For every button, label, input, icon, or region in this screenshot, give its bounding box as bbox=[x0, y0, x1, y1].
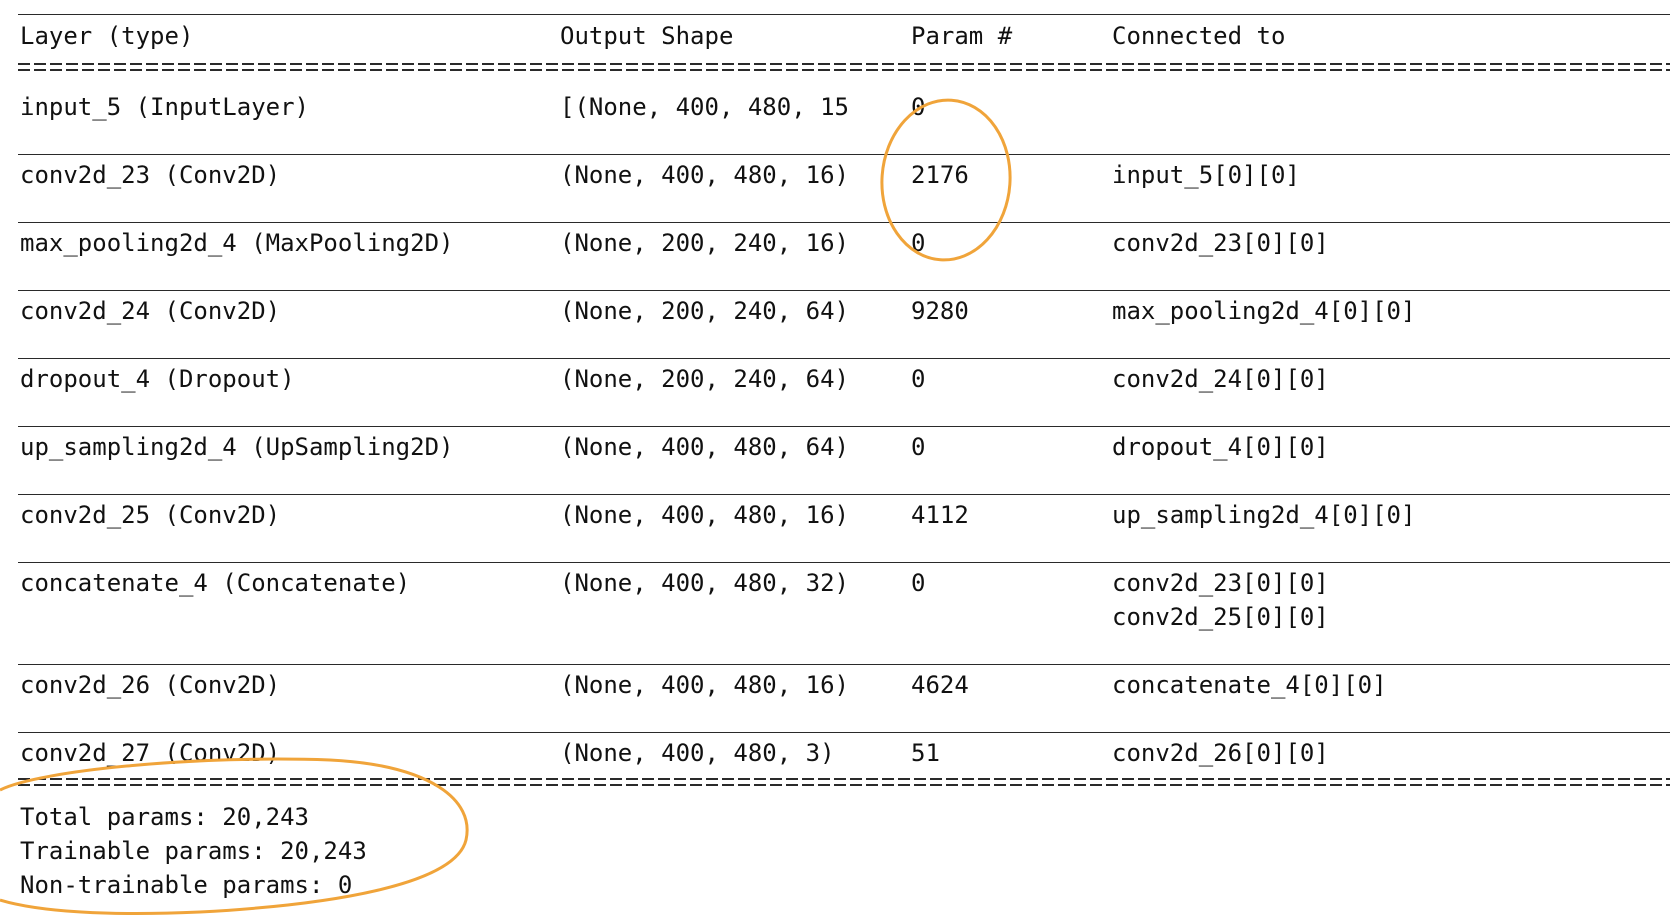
header-param-count: Param # bbox=[911, 22, 1013, 50]
output-shape-cell: (None, 200, 240, 16) bbox=[560, 229, 849, 257]
param-count-cell: 9280 bbox=[911, 297, 969, 325]
output-shape-cell: [(None, 400, 480, 15 bbox=[560, 93, 849, 121]
param-count-cell: 51 bbox=[911, 739, 940, 767]
top-rule bbox=[18, 14, 1670, 15]
header-layer: Layer (type) bbox=[20, 22, 194, 50]
layer-name-cell: conv2d_27 (Conv2D) bbox=[20, 739, 281, 767]
output-shape-cell: (None, 400, 480, 16) bbox=[560, 501, 849, 529]
trainable-params: Trainable params: 20,243 bbox=[20, 837, 367, 865]
connected-to-cell: concatenate_4[0][0] bbox=[1112, 671, 1387, 699]
row-divider bbox=[18, 222, 1670, 223]
row-divider bbox=[18, 562, 1670, 563]
output-shape-cell: (None, 400, 480, 16) bbox=[560, 671, 849, 699]
layer-name-cell: conv2d_26 (Conv2D) bbox=[20, 671, 281, 699]
total-params: Total params: 20,243 bbox=[20, 803, 309, 831]
row-divider bbox=[18, 154, 1670, 155]
param-count-cell: 0 bbox=[911, 229, 926, 257]
row-divider bbox=[18, 732, 1670, 733]
output-shape-cell: (None, 200, 240, 64) bbox=[560, 297, 849, 325]
non-trainable-params: Non-trainable params: 0 bbox=[20, 871, 353, 899]
param-count-cell: 0 bbox=[911, 569, 926, 597]
layer-name-cell: conv2d_25 (Conv2D) bbox=[20, 501, 281, 529]
connected-to-cell: conv2d_26[0][0] bbox=[1112, 739, 1329, 767]
output-shape-cell: (None, 400, 480, 3) bbox=[560, 739, 835, 767]
connected-to-cell: conv2d_23[0][0] bbox=[1112, 229, 1329, 257]
header-connected-to: Connected to bbox=[1112, 22, 1286, 50]
layer-name-cell: concatenate_4 (Concatenate) bbox=[20, 569, 411, 597]
connected-to-cell: up_sampling2d_4[0][0] bbox=[1112, 501, 1416, 529]
connected-to-cell: conv2d_23[0][0] bbox=[1112, 569, 1329, 597]
header-output-shape: Output Shape bbox=[560, 22, 734, 50]
connected-to-cell: input_5[0][0] bbox=[1112, 161, 1300, 189]
param-count-cell: 4624 bbox=[911, 671, 969, 699]
param-count-cell: 0 bbox=[911, 93, 926, 121]
layer-name-cell: up_sampling2d_4 (UpSampling2D) bbox=[20, 433, 454, 461]
row-divider bbox=[18, 358, 1670, 359]
param-count-cell: 4112 bbox=[911, 501, 969, 529]
layer-name-cell: input_5 (InputLayer) bbox=[20, 93, 309, 121]
layer-name-cell: max_pooling2d_4 (MaxPooling2D) bbox=[20, 229, 454, 257]
row-divider bbox=[18, 664, 1670, 665]
output-shape-cell: (None, 400, 480, 16) bbox=[560, 161, 849, 189]
header-separator bbox=[18, 63, 1670, 73]
connected-to-cell: conv2d_25[0][0] bbox=[1112, 603, 1329, 631]
layer-name-cell: dropout_4 (Dropout) bbox=[20, 365, 295, 393]
param-count-cell: 0 bbox=[911, 365, 926, 393]
connected-to-cell: dropout_4[0][0] bbox=[1112, 433, 1329, 461]
output-shape-cell: (None, 400, 480, 64) bbox=[560, 433, 849, 461]
output-shape-cell: (None, 400, 480, 32) bbox=[560, 569, 849, 597]
footer-separator bbox=[18, 778, 1670, 788]
row-divider bbox=[18, 426, 1670, 427]
connected-to-cell: max_pooling2d_4[0][0] bbox=[1112, 297, 1416, 325]
param-count-cell: 2176 bbox=[911, 161, 969, 189]
param-count-cell: 0 bbox=[911, 433, 926, 461]
row-divider bbox=[18, 290, 1670, 291]
layer-name-cell: conv2d_23 (Conv2D) bbox=[20, 161, 281, 189]
layer-name-cell: conv2d_24 (Conv2D) bbox=[20, 297, 281, 325]
connected-to-cell: conv2d_24[0][0] bbox=[1112, 365, 1329, 393]
output-shape-cell: (None, 200, 240, 64) bbox=[560, 365, 849, 393]
row-divider bbox=[18, 494, 1670, 495]
